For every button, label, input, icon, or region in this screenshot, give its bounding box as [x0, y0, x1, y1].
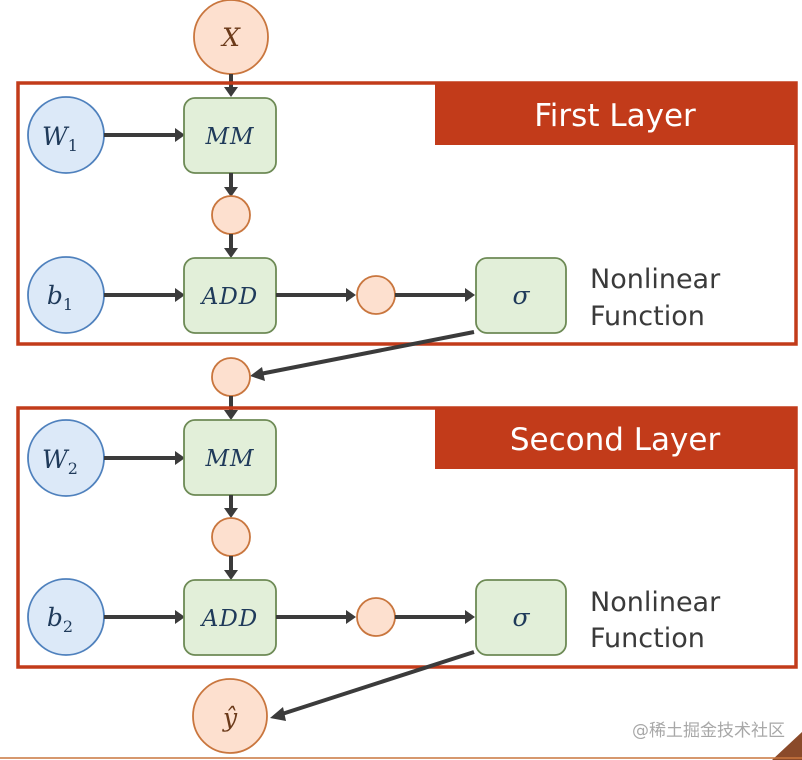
edge-sigma1-to-hidden — [259, 330, 475, 376]
intermediate-node — [211, 195, 251, 235]
arrowhead-icon — [175, 128, 185, 142]
add-label: ADD — [200, 606, 259, 632]
first-layer-title: First Layer — [534, 98, 696, 134]
second-layer-group: Second Layer W2 MM b2 ADD — [16, 406, 798, 669]
matmul-node-2: MM — [183, 419, 277, 496]
activation-node-2: σ — [475, 579, 567, 656]
output-node-circle — [192, 678, 268, 754]
weight-node-w1: W1 — [27, 96, 105, 174]
arrowhead-icon — [224, 410, 238, 420]
add-node-2: ADD — [183, 579, 277, 656]
hidden-output-node — [211, 357, 251, 397]
intermediate-node — [356, 597, 396, 637]
corner-decoration — [772, 732, 802, 760]
bias-node-b1: b1 — [27, 256, 105, 334]
intermediate-node — [356, 275, 396, 315]
weight-node-w2: W2 — [27, 419, 105, 497]
arrowhead-icon — [224, 570, 238, 580]
nonlinear-note-line1: Nonlinear — [590, 587, 721, 618]
arrowhead-icon — [175, 610, 185, 624]
activation-label: σ — [512, 281, 530, 310]
first-layer-group: First Layer W1 MM b1 ADD — [16, 81, 798, 346]
matmul-node-1: MM — [183, 97, 277, 174]
arrowhead-icon — [270, 707, 286, 721]
activation-node-1: σ — [475, 257, 567, 334]
output-node-yhat: ŷ — [192, 678, 268, 754]
weight-label: W1 — [42, 122, 78, 155]
output-label: ŷ — [222, 703, 238, 732]
second-layer-title: Second Layer — [510, 422, 721, 458]
activation-node-box — [475, 579, 567, 656]
bias-label: b2 — [47, 603, 73, 636]
arrowhead-icon — [224, 508, 238, 518]
arrowhead-icon — [175, 451, 185, 465]
arrowhead-icon — [224, 248, 238, 258]
first-layer-banner — [435, 83, 796, 145]
second-layer-banner — [435, 408, 796, 469]
arrowhead-icon — [175, 288, 185, 302]
matmul-label: MM — [204, 446, 255, 472]
nonlinear-note-line2: Function — [590, 623, 705, 654]
arrowhead-icon — [224, 87, 238, 97]
input-node-x: X — [193, 0, 269, 75]
matmul-label: MM — [204, 124, 255, 150]
arrowhead-icon — [346, 288, 356, 302]
second-layer-frame — [16, 406, 798, 669]
intermediate-node — [211, 517, 251, 557]
bias-node-b2: b2 — [27, 578, 105, 656]
add-label: ADD — [200, 284, 259, 310]
edge-sigma2-to-output — [281, 650, 475, 716]
arrowhead-icon — [346, 610, 356, 624]
nonlinear-note-line1: Nonlinear — [590, 264, 721, 295]
add-node-1: ADD — [183, 257, 277, 334]
weight-label: W2 — [42, 445, 78, 478]
input-label: X — [220, 23, 241, 52]
nonlinear-note-line2: Function — [590, 301, 705, 332]
bias-label: b1 — [47, 281, 73, 314]
arrowhead-icon — [250, 367, 265, 381]
watermark: @稀土掘金技术社区 — [632, 721, 785, 741]
arrowhead-icon — [224, 187, 238, 197]
arrowhead-icon — [465, 610, 475, 624]
arrowhead-icon — [465, 288, 475, 302]
activation-label: σ — [512, 603, 530, 632]
activation-node-box — [475, 257, 567, 334]
